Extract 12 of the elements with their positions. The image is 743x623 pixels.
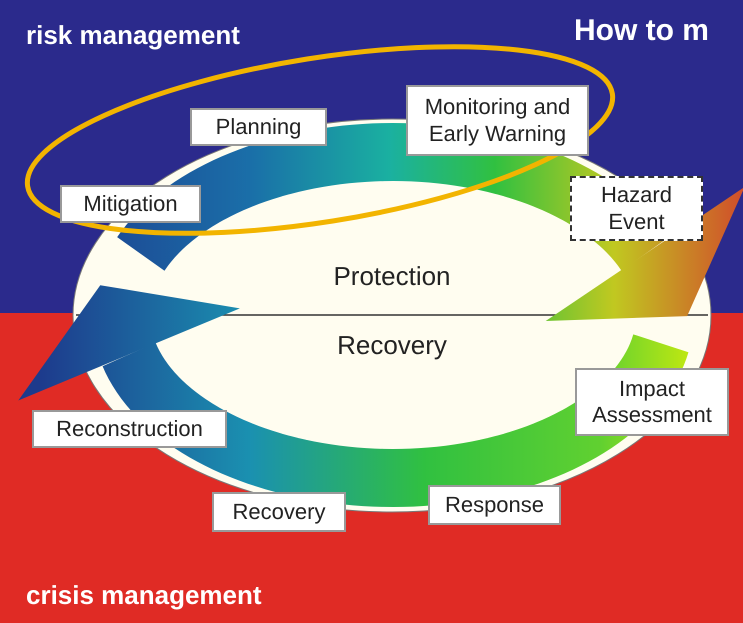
- heading-text: risk management: [26, 20, 240, 51]
- stage-box: Planning: [190, 108, 327, 146]
- stage-box: Reconstruction: [32, 410, 227, 448]
- heading-text: How to m: [574, 14, 709, 48]
- stage-box: Monitoring and Early Warning: [406, 85, 589, 156]
- section-label: Protection: [332, 261, 452, 292]
- stage-box: Mitigation: [60, 185, 201, 223]
- section-label: Recovery: [336, 330, 448, 361]
- stage-box: Impact Assessment: [575, 368, 729, 436]
- heading-text: crisis management: [26, 580, 262, 611]
- stage-box: Recovery: [212, 492, 346, 532]
- stage-box: Response: [428, 485, 561, 525]
